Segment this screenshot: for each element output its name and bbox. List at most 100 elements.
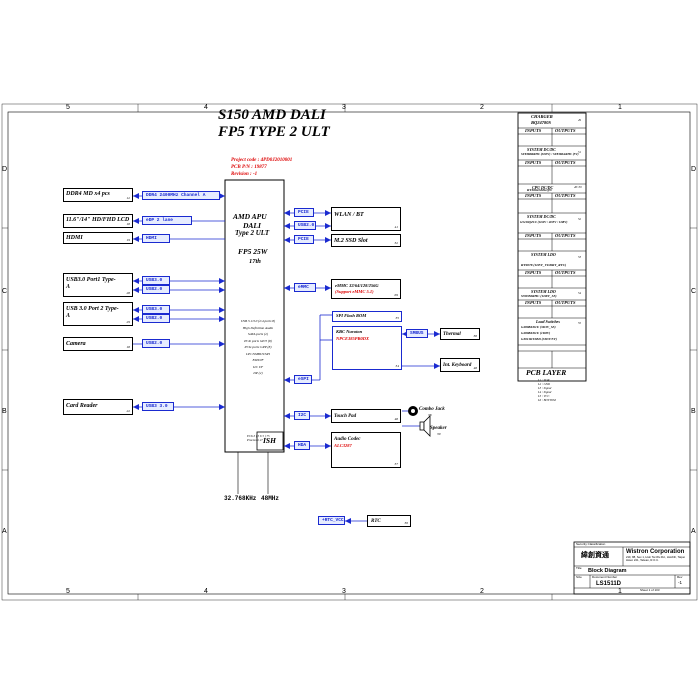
inputs-header: INPUTS xyxy=(525,270,542,275)
pcb-layer: L1 : TOP xyxy=(538,378,550,382)
outputs-header: OUTPUTS xyxy=(555,300,576,305)
touchpad-block: Touch Pad 48 xyxy=(331,409,401,423)
keyboard-block: Int. Keyboard 48 xyxy=(440,358,480,372)
usb-port2-block: USB 3.0 Port 2 Type-A 29 xyxy=(63,302,133,326)
outputs-header: OUTPUTS xyxy=(555,160,576,165)
ldo1-page: 53 xyxy=(578,255,581,259)
apu-feature: PCIe ports GP/3 (8) xyxy=(244,338,272,343)
apu-feature: ESPI/IF xyxy=(252,358,264,362)
hdmi-block: HDMI 19 xyxy=(63,232,133,244)
border-number: 3 xyxy=(342,104,346,111)
pcb-layer: L5 : VCC xyxy=(538,394,550,398)
pcb-layer: L3 : Signal xyxy=(538,386,552,390)
speaker-label: Speaker xyxy=(430,426,447,431)
rtc-block: RTC 30 xyxy=(367,515,411,527)
ldo1-title: SYSTEM LDO xyxy=(531,252,556,257)
rev-label: Rev xyxy=(677,575,683,579)
sysdcdc-title: SYSTEM DC/DC xyxy=(527,147,556,152)
emmc-block: eMMC 32/64/128/256G (Support eMMC 5.1) 6… xyxy=(331,279,401,299)
border-letter: D xyxy=(2,166,8,173)
lcd-block: 11.6"/14" HD/FHD LCD 18 xyxy=(63,214,133,228)
border-number: 4 xyxy=(204,588,208,595)
outputs-header: OUTPUTS xyxy=(555,193,576,198)
border-letter: A xyxy=(2,528,7,535)
cpudcdc-title: CPU DC/DC xyxy=(532,185,554,190)
rev-value: -1 xyxy=(678,580,683,585)
sysdcdc-part: SY8386RRHC (3D3V) / SY8386ARHC (5V) xyxy=(521,152,579,156)
apu-feature: LPC/SMBUS/SPI xyxy=(246,351,270,356)
pcb-layer: L6 : BOTTOM xyxy=(538,398,556,402)
diagram-subtitle: FP5 TYPE 2 ULT xyxy=(218,124,330,140)
ssd-pcie-signal: PCIE xyxy=(294,235,314,244)
hda-signal: HDA xyxy=(294,441,310,450)
wlan-bt-block: WLAN / BT 41 xyxy=(331,207,401,231)
revision: Revision : -1 xyxy=(231,172,258,177)
espi-signal: eSPI xyxy=(294,375,312,384)
apu-feature: USB 3.1/3.0 (2/4 ports 8) xyxy=(240,319,276,323)
inputs-header: INPUTS xyxy=(525,128,542,133)
border-letter: A xyxy=(691,528,696,535)
project-code: Project code : 4PD0J2010001 xyxy=(231,158,293,163)
combo-jack-page: 38 xyxy=(428,413,432,417)
charger-part: BQ24780S xyxy=(531,120,552,125)
outputs-header: OUTPUTS xyxy=(555,128,576,133)
rtc-vcc-signal: +RTC_VCC xyxy=(318,516,345,525)
border-letter: B xyxy=(2,408,7,415)
cpudcdc-part: RT3662AMGQW xyxy=(527,188,553,192)
hdmi-signal: HDMI xyxy=(142,234,170,243)
apu-line4: FP5 25W xyxy=(238,247,268,256)
pcb-pn: PCB P/N : 19877 xyxy=(231,165,267,170)
diagram-title: S150 AMD DALI xyxy=(218,107,326,123)
usb30-signal: USB3.0 xyxy=(142,276,170,285)
outputs-header: OUTPUTS xyxy=(555,233,576,238)
border-number: 3 xyxy=(342,588,346,595)
border-number: 2 xyxy=(480,104,484,111)
edp-signal: eDP 2 lane xyxy=(142,216,192,225)
border-letter: D xyxy=(691,166,697,173)
loadsw-page: 55 xyxy=(578,321,581,325)
spi-flash-block: SPI Flash ROM 35 xyxy=(332,311,402,322)
inputs-header: INPUTS xyxy=(525,300,542,305)
loadsw-part: G2898KD1U (3D3V_S5) xyxy=(521,325,556,329)
ldo1-part: RT9078 (1D5V_VDDRT_RTC) xyxy=(521,263,567,267)
pcb-layer-title: PCB LAYER xyxy=(526,368,567,377)
usb30-signal: USB3.0 xyxy=(142,305,170,314)
charger-title: CHARGER xyxy=(531,114,553,119)
cpudcdc-page: 46~50 xyxy=(574,185,582,189)
border-number: 5 xyxy=(66,588,70,595)
ddr4-block: DDR4 MD x4 pcs 12 xyxy=(63,188,133,202)
apu-package-note: ECX-5 ( 5 X 5 ) 75 Processor 27 xyxy=(247,434,270,442)
ssd-block: M.2 SSD Slot 32 xyxy=(331,234,401,247)
apu-feature: I2C I/F xyxy=(252,364,264,369)
clock-32k: 32.768KHz xyxy=(224,495,257,502)
inputs-header: INPUTS xyxy=(525,160,542,165)
card-reader-block: Card Reader 22 xyxy=(63,399,133,415)
i2c-signal: I2C xyxy=(294,411,310,420)
audio-codec-block: Audio Codec ALC3287 37 xyxy=(331,432,401,468)
sysdcdc2-title: SYSTEM DC/DC xyxy=(527,214,556,219)
sysdcdc2-page: 52 xyxy=(578,217,581,221)
pcb-layer-list: L1 : TOP L2 : GND L3 : Signal L4 : Signa… xyxy=(538,378,568,402)
usb20-signal: USB2.0 xyxy=(142,285,170,294)
pcb-layer: L2 : GND xyxy=(538,382,551,386)
border-number: 5 xyxy=(66,104,70,111)
camera-usb-signal: USB2.0 xyxy=(142,339,170,348)
loadsw-title: Load Switches xyxy=(536,319,560,324)
combo-jack-label: Combo Jack xyxy=(419,407,445,412)
ldo2-page: 54 xyxy=(578,291,581,295)
usb20-signal: USB2.0 xyxy=(142,314,170,323)
ddr4-signal: DDR4 2400MHz Channel A xyxy=(142,191,220,200)
security-classification: Security Classification xyxy=(576,542,606,546)
loadsw-part: G3011KT2BD (3D3V/5V) xyxy=(521,337,557,341)
apu-feature: SATA ports (2) xyxy=(248,332,268,336)
chinese-logo: 緯創資通 xyxy=(581,551,609,559)
apu-feature: DP (2) xyxy=(253,371,263,375)
speaker-page: 39 xyxy=(437,432,441,436)
block-diagram-title: Block Diagram xyxy=(588,568,627,574)
thermal-block: Thermal 38 xyxy=(440,328,480,340)
clock-48m: 48MHz xyxy=(261,495,280,502)
doc-number: LS1511D xyxy=(596,581,622,587)
inputs-header: INPUTS xyxy=(525,233,542,238)
border-letter: C xyxy=(2,288,8,295)
apu-line2: DALI xyxy=(243,221,261,230)
